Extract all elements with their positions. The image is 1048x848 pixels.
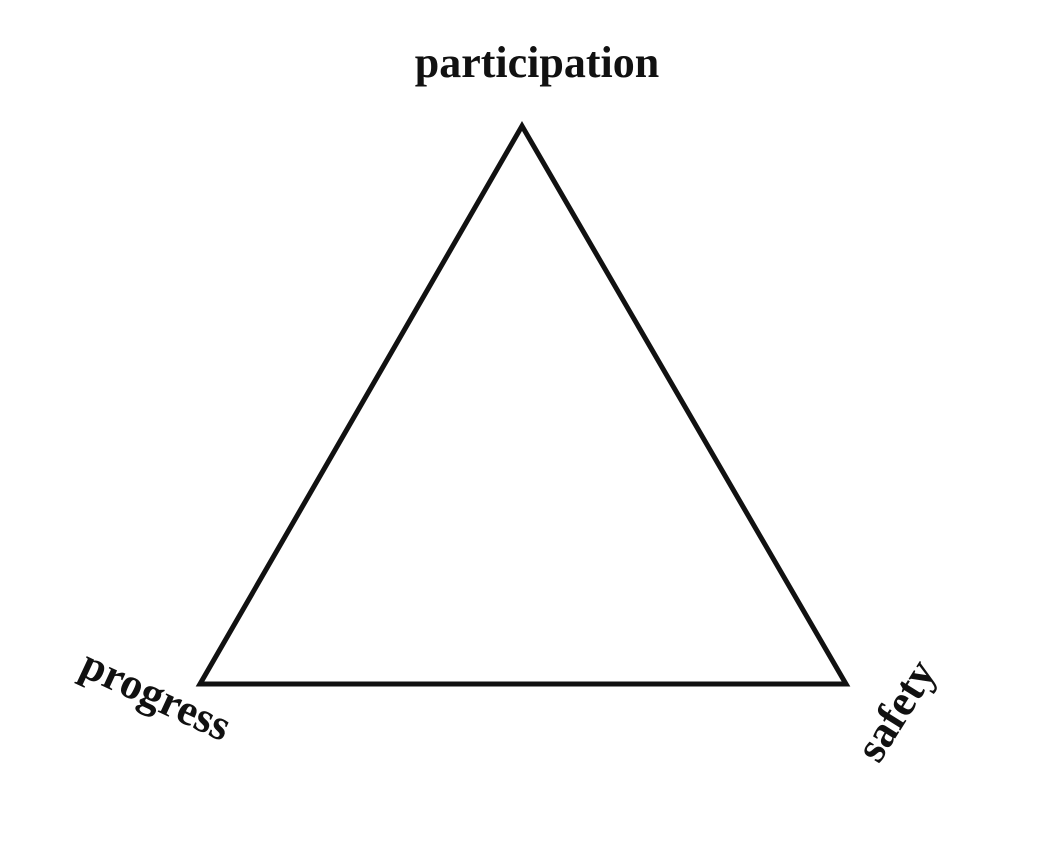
vertex-label-safety: safety [846, 651, 946, 770]
vertex-label-participation: participation [415, 38, 659, 87]
triangle-outline [195, 121, 851, 687]
